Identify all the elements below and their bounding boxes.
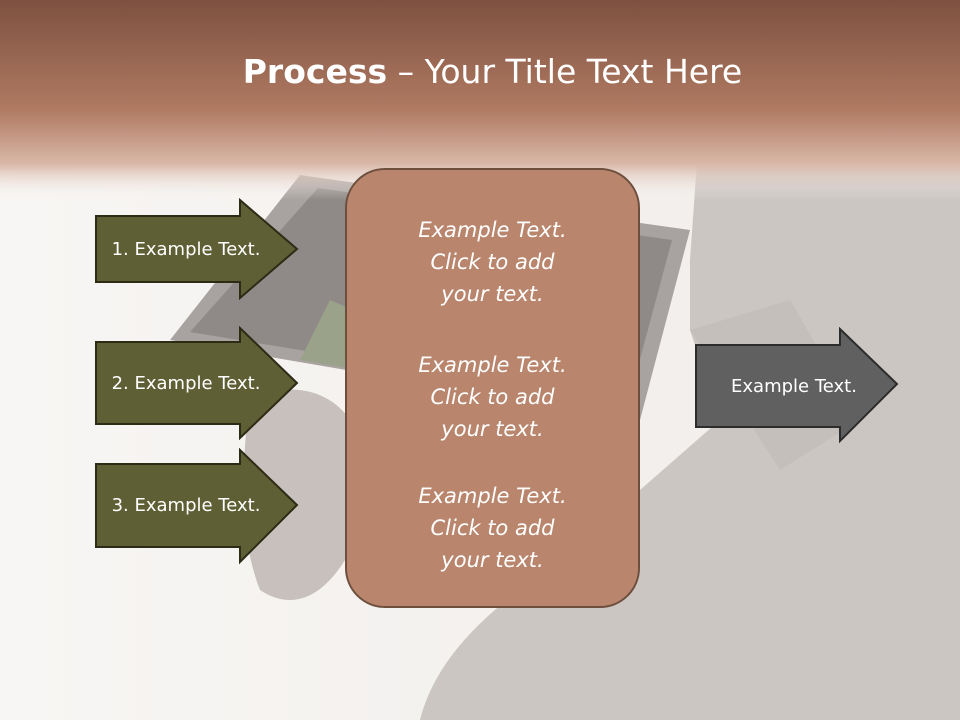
para-1-line-2: Click to add [430,250,555,274]
para-3-line-2: Click to add [430,516,555,540]
para-2-line-2: Click to add [430,385,555,409]
para-3-line-3: your text. [441,548,544,572]
title-rest: – Your Title Text Here [387,52,743,91]
center-text-box: Example Text. Click to add your text. Ex… [345,168,640,608]
arrow-1-label: 1. Example Text. [111,238,261,260]
para-3-line-1: Example Text. [418,484,567,508]
center-paragraph-1: Example Text. Click to add your text. [347,214,638,310]
result-arrow-label: Example Text. [731,375,857,397]
process-arrow-3 [95,448,299,565]
para-2-line-1: Example Text. [418,353,567,377]
para-1-line-3: your text. [441,282,544,306]
process-arrow-2 [95,326,299,440]
arrow-3-label: 3. Example Text. [111,495,261,516]
process-arrow-1 [95,198,299,300]
slide-title: Process – Your Title Text Here [0,52,960,91]
arrow-2-label: 2. Example Text. [111,372,261,394]
title-bold: Process [242,52,388,91]
result-arrow [695,327,899,444]
center-paragraph-3: Example Text. Click to add your text. [347,480,638,576]
center-paragraph-2: Example Text. Click to add your text. [347,349,638,445]
para-2-line-3: your text. [441,417,544,441]
para-1-line-1: Example Text. [418,218,567,242]
